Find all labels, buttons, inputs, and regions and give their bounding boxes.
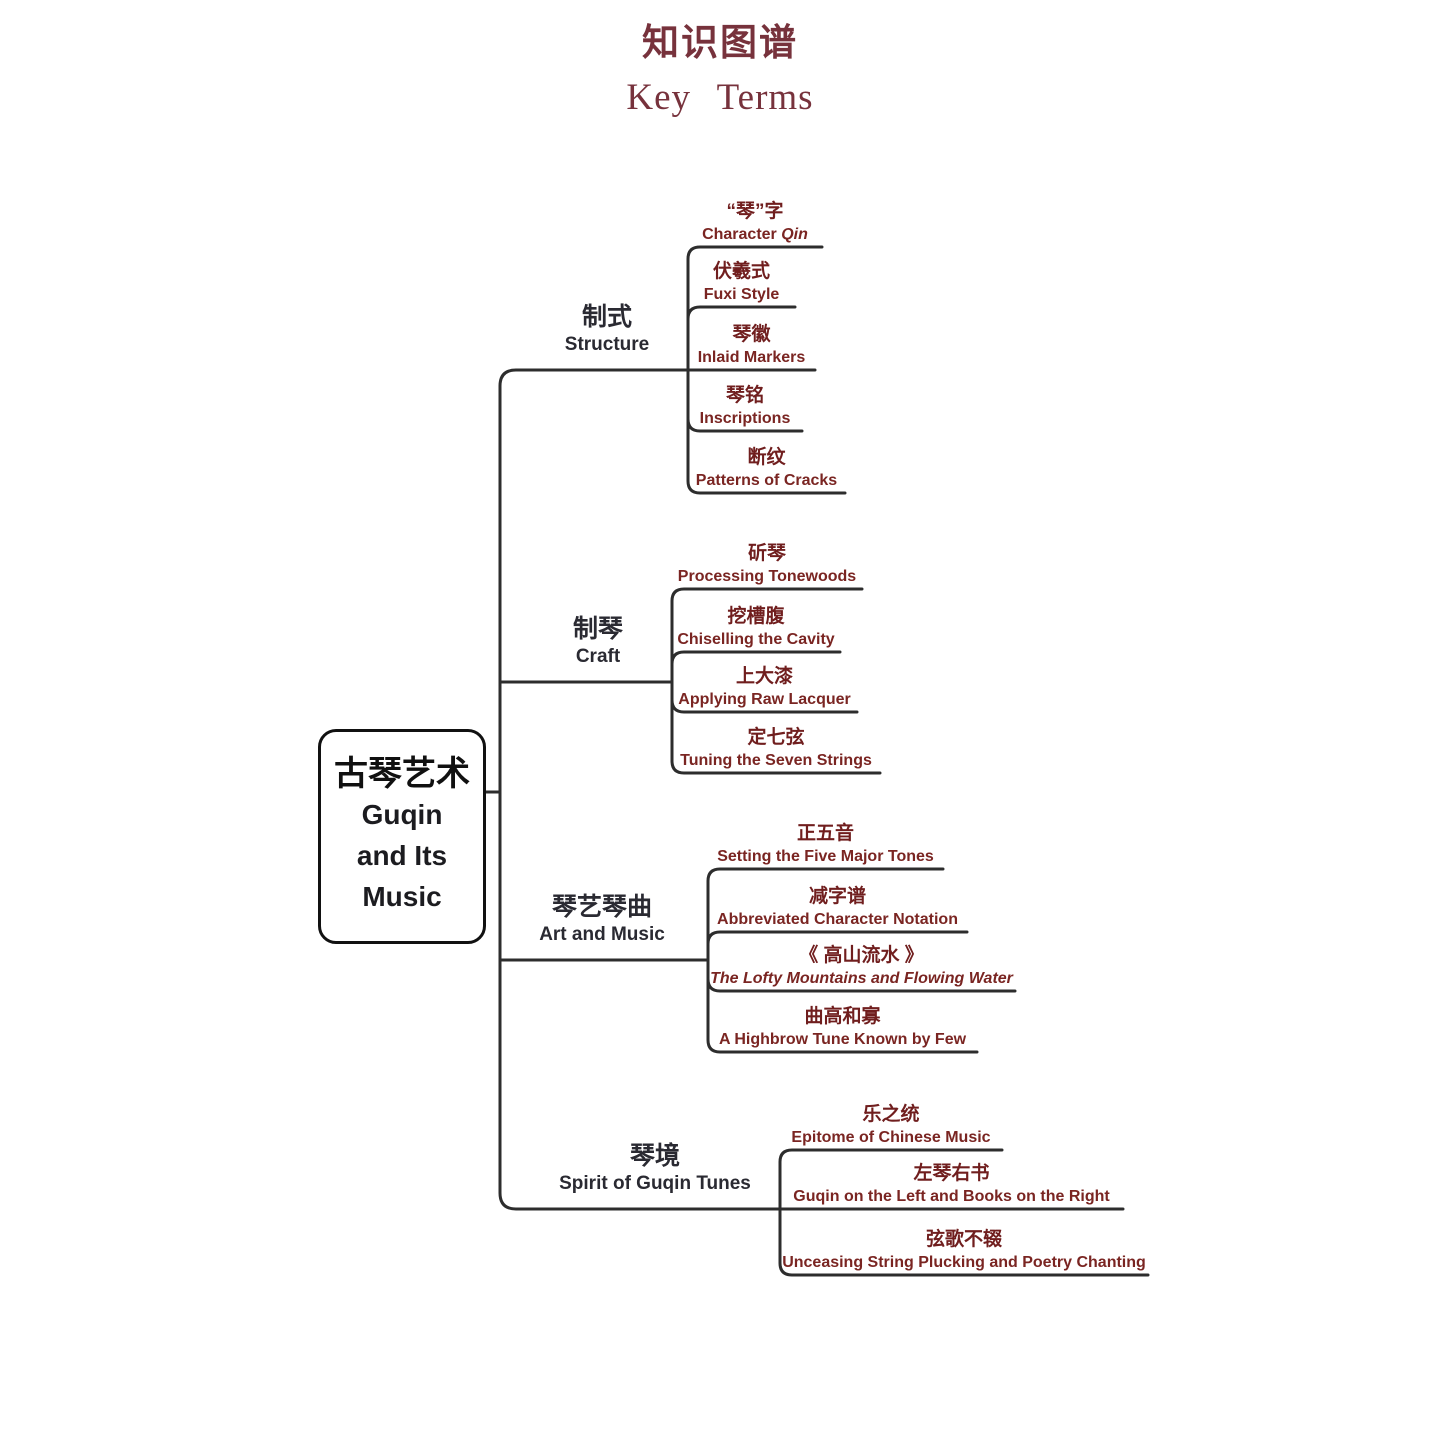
- node-lofty-mountains-flowing-water: 《 高山流水 》 The Lofty Mountains and Flowing…: [710, 945, 1013, 987]
- structure-leaf2-underline: [686, 305, 797, 321]
- node-patterns-of-cracks: 断纹 Patterns of Cracks: [695, 447, 838, 489]
- artmusic-leaf2-underline: [706, 930, 969, 946]
- node-inscriptions: 琴铭 Inscriptions: [699, 385, 791, 427]
- node-five-major-tones: 正五音 Setting the Five Major Tones: [717, 823, 934, 865]
- branch-spirit: 琴境 Spirit of Guqin Tunes: [559, 1142, 751, 1194]
- node-character-qin: “琴”字 Character Qin: [702, 201, 808, 243]
- node-highbrow-tune: 曲高和寡 A Highbrow Tune Known by Few: [718, 1006, 967, 1048]
- root-node-guqin: 古琴艺术 Guqin and Its Music: [318, 729, 486, 944]
- node-inlaid-markers: 琴徽 Inlaid Markers: [697, 324, 806, 366]
- node-fuxi-style: 伏羲式 Fuxi Style: [703, 261, 780, 303]
- node-abbreviated-notation: 减字谱 Abbreviated Character Notation: [717, 886, 958, 928]
- structure-bracket: [686, 245, 847, 495]
- node-applying-raw-lacquer: 上大漆 Applying Raw Lacquer: [678, 666, 851, 708]
- artmusic-bracket: [706, 867, 979, 1054]
- root-title-chinese: 古琴艺术: [334, 755, 470, 793]
- branch-craft: 制琴 Craft: [572, 615, 623, 667]
- page-title-chinese: 知识图谱: [642, 23, 798, 64]
- root-title-line2: and Its: [356, 840, 448, 871]
- spirit-bracket: [778, 1148, 1150, 1277]
- node-processing-tonewoods: 斫琴 Processing Tonewoods: [677, 543, 857, 585]
- structure-leaf4-underline: [686, 417, 804, 433]
- node-unceasing-string-plucking: 弦歌不辍 Unceasing String Plucking and Poetr…: [782, 1229, 1146, 1271]
- craft-leaf3-underline: [670, 698, 859, 714]
- branch-art-music: 琴艺琴曲 Art and Music: [539, 893, 665, 945]
- node-tuning-seven-strings: 定七弦 Tuning the Seven Strings: [680, 727, 872, 769]
- craft-leaf2-underline: [670, 650, 842, 666]
- trunk-line: [498, 368, 1125, 1211]
- root-title-line1: Guqin: [361, 799, 443, 830]
- root-title-line3: Music: [362, 881, 442, 912]
- artmusic-leaf3-underline: [706, 977, 1017, 993]
- node-guqin-left-books-right: 左琴右书 Guqin on the Left and Books on the …: [793, 1163, 1110, 1205]
- page-title-english: Key Terms: [626, 77, 814, 118]
- node-epitome-of-chinese-music: 乐之统 Epitome of Chinese Music: [791, 1104, 991, 1146]
- branch-structure: 制式 Structure: [564, 303, 650, 355]
- node-chiselling-the-cavity: 挖槽腹 Chiselling the Cavity: [677, 606, 835, 648]
- craft-bracket: [670, 587, 882, 775]
